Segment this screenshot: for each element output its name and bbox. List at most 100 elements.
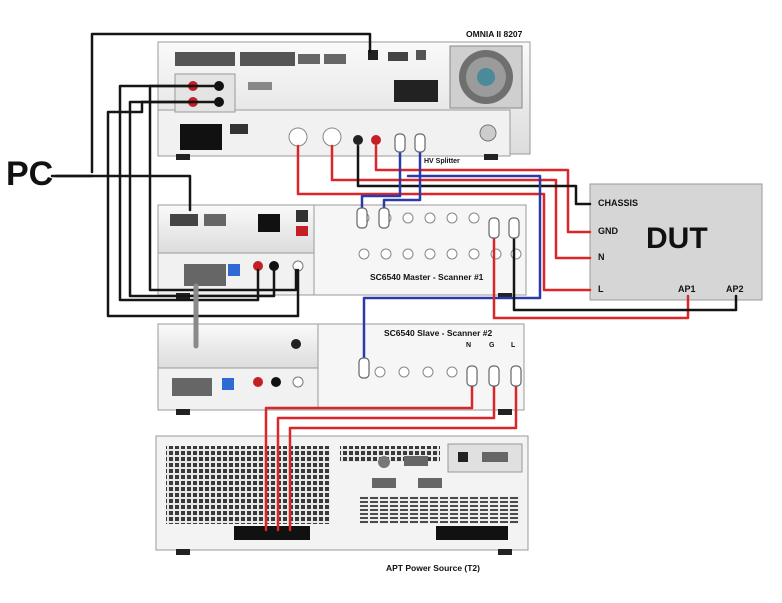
output-terminal-block	[234, 526, 310, 540]
foot	[176, 409, 190, 415]
apt-red-wire	[288, 382, 518, 532]
vent-grid	[166, 446, 330, 524]
scanner2-instrument	[157, 323, 525, 415]
port	[458, 452, 468, 462]
dut-label: DUT	[646, 222, 708, 255]
scanner2-ports	[374, 366, 458, 378]
label-plate	[248, 82, 272, 90]
port	[170, 214, 198, 226]
black-terminal	[353, 135, 363, 145]
foot	[484, 154, 498, 160]
dut-port-ap2: AP2	[726, 284, 744, 294]
terminal	[292, 376, 304, 388]
return-black-wire	[356, 144, 592, 206]
apt-instrument	[155, 435, 529, 555]
plug	[466, 365, 478, 387]
scanner2-port-l: L	[511, 342, 516, 349]
plug	[488, 365, 500, 387]
pc-label: PC	[6, 155, 54, 193]
dut-port-n: N	[598, 252, 605, 262]
hv-red-wire	[374, 144, 592, 234]
apt-red-wire	[264, 382, 474, 532]
bnc-connector	[378, 456, 390, 468]
hv-blue-wire	[362, 174, 542, 368]
db-connector	[324, 54, 346, 64]
foot	[498, 409, 512, 415]
scanner1-instrument	[157, 204, 527, 299]
red-terminal	[371, 135, 381, 145]
switch	[296, 226, 308, 236]
db-connector	[240, 52, 295, 66]
pc-cable	[90, 32, 372, 174]
scanner2-port-n: N	[466, 342, 472, 349]
db-connector	[298, 54, 320, 64]
db-connector	[482, 452, 508, 462]
hv-output	[288, 127, 308, 147]
vent-grid	[360, 496, 520, 524]
dut-port-gnd: GND	[598, 226, 618, 236]
scanner2-label: SC6540 Slave - Scanner #2	[384, 328, 493, 338]
pc-cable	[54, 174, 192, 212]
plug	[394, 133, 406, 153]
usb-port	[228, 264, 240, 276]
hv-red-wire	[296, 144, 592, 292]
hv-output	[322, 127, 342, 147]
plug	[508, 217, 520, 239]
hv-red-wire	[330, 144, 592, 260]
dut-box	[589, 183, 763, 301]
fan-icon	[449, 45, 523, 109]
omnia-label: OMNIA II 8207	[466, 29, 523, 39]
black-terminal	[271, 377, 281, 387]
power-inlet	[258, 214, 280, 232]
plug	[356, 207, 368, 229]
port	[388, 52, 408, 61]
bnc-connector	[479, 124, 497, 142]
connector-plugs	[356, 133, 522, 387]
terminal-block	[174, 73, 236, 113]
dut-port-chassis: CHASSIS	[598, 198, 639, 208]
hv-splitter-label: HV Splitter	[424, 158, 460, 165]
plug	[414, 133, 426, 153]
dut-port-ap1: AP1	[678, 284, 696, 294]
port	[368, 50, 378, 60]
db-connector	[172, 378, 212, 396]
interlock-cable	[106, 100, 300, 318]
db-connector	[372, 478, 396, 488]
foot	[176, 154, 190, 160]
port	[230, 124, 248, 134]
input-terminal-block	[436, 526, 508, 540]
foot	[176, 549, 190, 555]
terminal	[291, 339, 301, 349]
scanner1-label: SC6540 Master - Scanner #1	[370, 272, 484, 282]
hv-blue-wire	[360, 144, 402, 220]
plug	[488, 217, 500, 239]
black-terminal	[269, 261, 279, 271]
foot	[498, 293, 512, 299]
red-terminal	[253, 377, 263, 387]
scanner2-port-g: G	[489, 342, 495, 349]
db-connector	[418, 478, 442, 488]
port	[204, 214, 226, 226]
plug	[510, 365, 522, 387]
interlock-cable	[148, 84, 298, 292]
plug	[358, 357, 370, 379]
power-inlet	[180, 124, 222, 150]
usb-port	[222, 378, 234, 390]
foot	[498, 549, 512, 555]
wires	[50, 32, 738, 532]
switch	[296, 210, 308, 222]
dut-port-l: L	[598, 284, 604, 294]
red-terminal	[253, 261, 263, 271]
power-inlet	[394, 80, 438, 102]
ap2-black-wire	[512, 234, 738, 312]
db-connector	[404, 456, 428, 466]
plug	[378, 207, 390, 229]
apt-label: APT Power Source (T2)	[386, 563, 480, 573]
apt-red-wire	[276, 382, 496, 532]
db-connector	[175, 52, 235, 66]
ap1-red-wire	[492, 234, 690, 320]
port	[416, 50, 426, 60]
omnia-instrument	[157, 41, 531, 160]
